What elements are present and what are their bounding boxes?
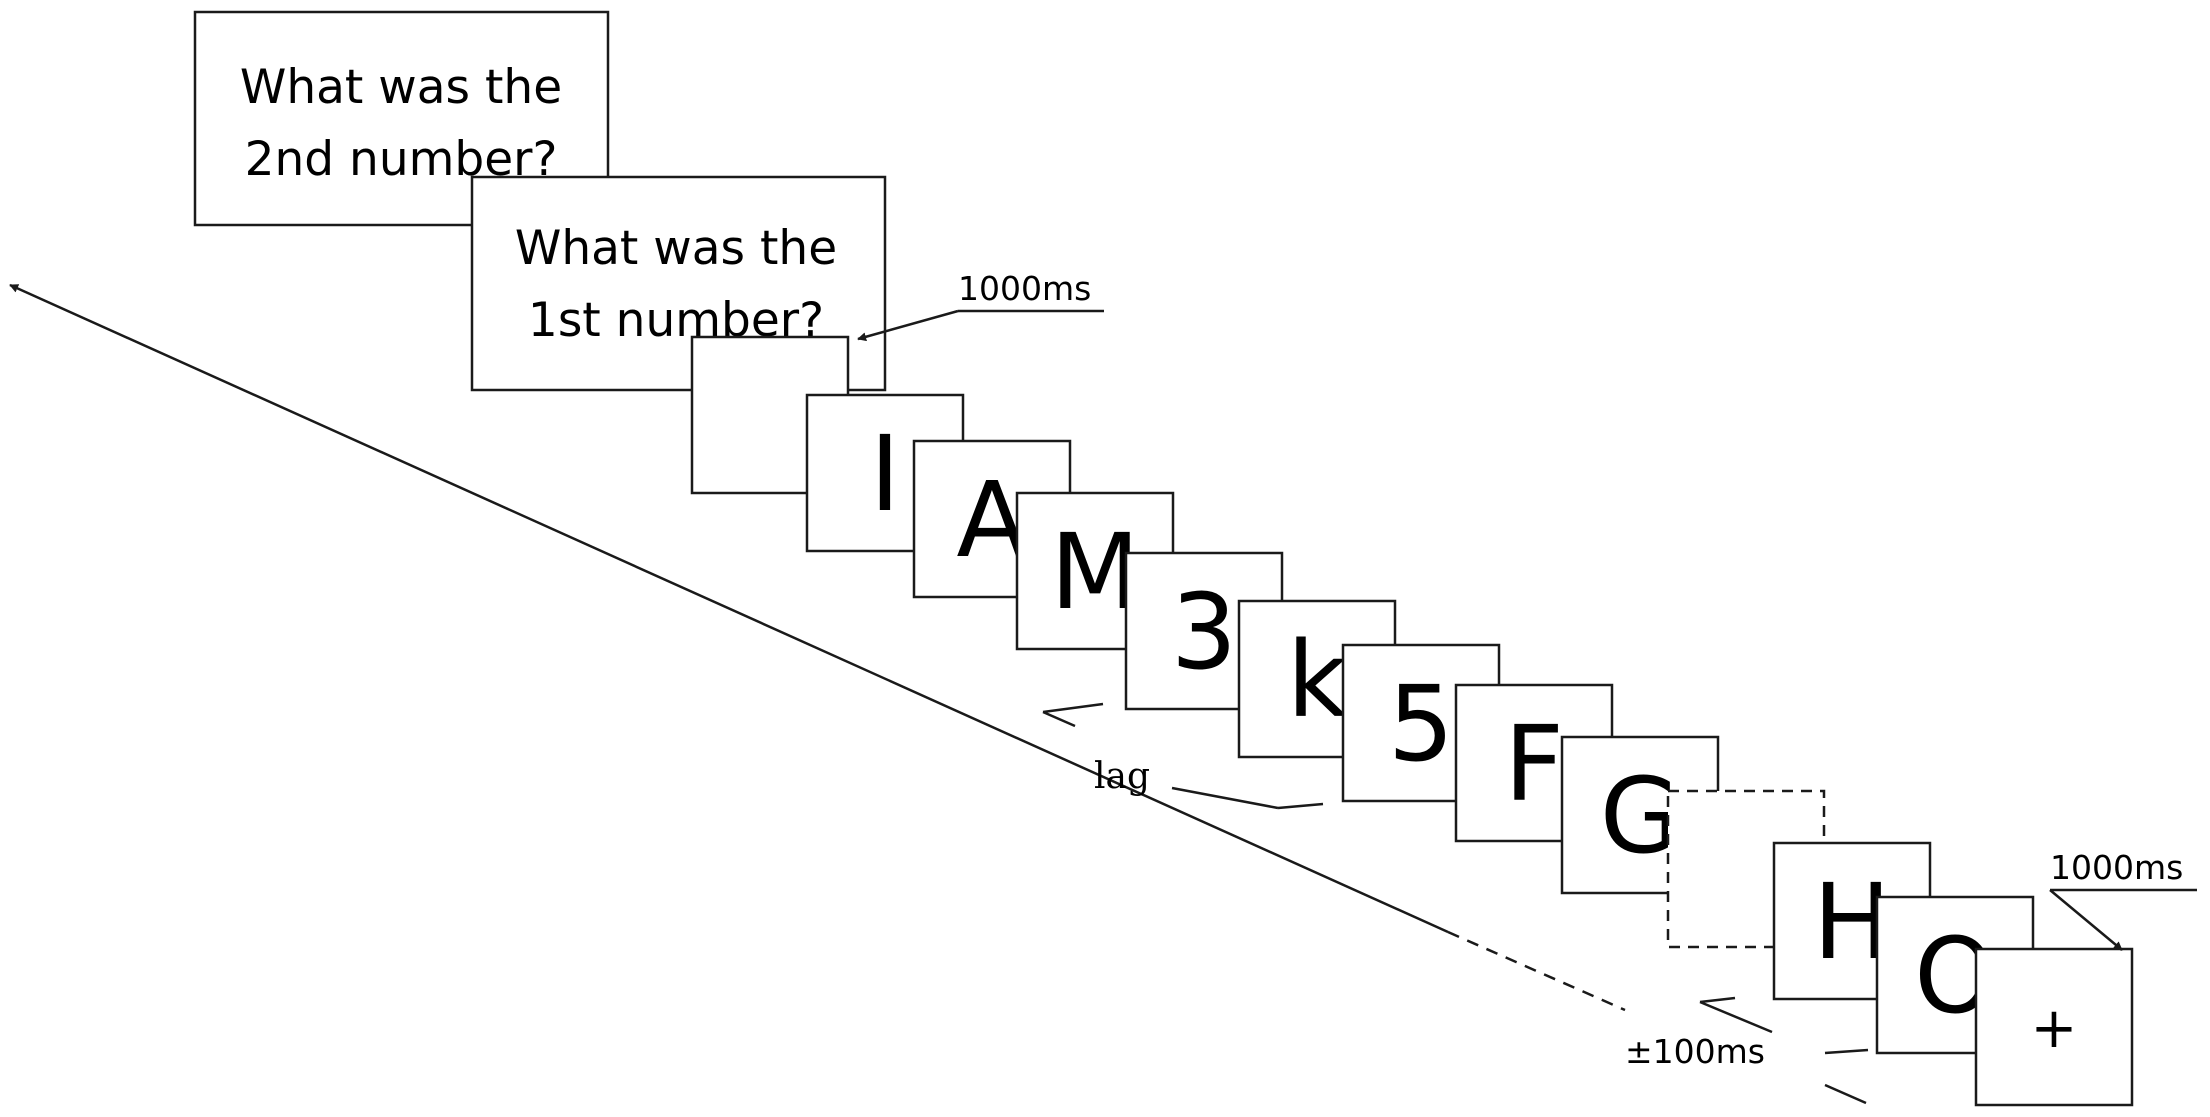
stimulus-symbol: k	[1287, 619, 1347, 741]
stimulus-symbol: A	[956, 459, 1027, 581]
lag-label: lag	[1094, 756, 1150, 797]
stimulus-duration-label: ±100ms	[1625, 1032, 1765, 1071]
time-axis-arrow	[9, 283, 1449, 934]
duration-bracket-tick-start	[1699, 996, 1736, 1004]
question-screen-1st-line1: What was the	[515, 221, 837, 276]
stimulus-symbol: +	[2031, 996, 2078, 1061]
stimulus-symbol: F	[1504, 703, 1564, 825]
timing-top-arrow	[857, 309, 959, 342]
lag-bracket: lag	[1042, 702, 1324, 810]
lag-bracket-lower-segment	[1171, 786, 1279, 810]
timing-annotation-top: 1000ms	[857, 269, 1104, 342]
duration-bracket-lower-segment	[1824, 1083, 1867, 1105]
duration-bracket-tick-end	[1824, 1048, 1869, 1055]
timing-bottom-right-label: 1000ms	[2050, 848, 2183, 887]
stimulus-frame: +	[1974, 947, 2134, 1107]
duration-bracket-upper-segment	[1699, 1000, 1773, 1034]
stimulus-frame-box	[1974, 947, 2134, 1107]
stimulus-frame: A	[912, 439, 1072, 599]
stimulus-symbol: 5	[1388, 663, 1454, 785]
time-axis-dashed-segment	[1447, 930, 1626, 1012]
timing-top-label: 1000ms	[958, 269, 1091, 308]
stimulus-symbol: 3	[1171, 571, 1237, 693]
lag-bracket-tick-start	[1042, 702, 1104, 714]
timing-bottom-right-arrow	[2049, 889, 2123, 951]
duration-bracket: ±100ms	[1625, 996, 1869, 1105]
question-screen-2nd-line1: What was the	[240, 60, 562, 115]
timing-annotation-bottom-right: 1000ms	[2049, 848, 2197, 951]
question-screen-1st: What was the 1st number?	[470, 175, 887, 392]
lag-bracket-upper-segment	[1042, 710, 1076, 728]
stimulus-symbol: I	[870, 413, 901, 535]
lag-bracket-tick-end	[1277, 802, 1324, 810]
